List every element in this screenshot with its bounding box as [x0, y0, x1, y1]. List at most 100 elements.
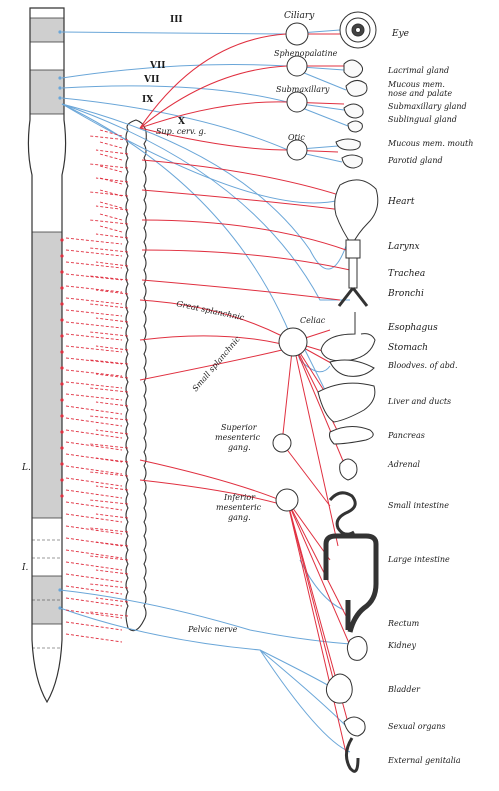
gray-ramus-dash — [96, 150, 128, 154]
trachea-drawing — [349, 258, 357, 288]
cord-root-dot — [60, 398, 63, 401]
sublingual-label: Sublingual gland — [388, 115, 457, 124]
sphenopalatine-label: Sphenopalatine — [274, 49, 338, 58]
gray-ramus-dash — [90, 556, 128, 560]
sympathetic-fibre — [142, 220, 346, 250]
parasympathetic-fibre — [60, 590, 350, 644]
sympathetic-fibre — [293, 342, 338, 546]
sup-cerv-label: Sup. cerv. g. — [156, 127, 206, 136]
inf-mesenteric-label-1: Inferior — [223, 493, 256, 502]
preganglionic-dash — [66, 298, 122, 304]
sympathetic-chain — [126, 120, 147, 631]
gray-ramus-dash — [96, 402, 128, 406]
preganglionic-dash — [66, 250, 122, 256]
preganglionic-dash — [66, 406, 122, 414]
sympathetic-fibres — [140, 34, 352, 770]
inf-mesenteric-label-3: gang. — [228, 513, 251, 522]
submaxillary-gland-label: Submaxillary gland — [388, 102, 467, 111]
preganglionic-dash — [66, 286, 122, 292]
gray-ramus-dash — [90, 332, 128, 336]
organs — [318, 12, 378, 771]
cord-root-dot — [60, 238, 63, 241]
cord-root-dot — [58, 96, 61, 99]
preganglionic-dash — [66, 550, 122, 558]
gray-ramus-dash — [96, 206, 128, 210]
cord-root-dot — [58, 30, 61, 33]
cord-root-dot — [60, 494, 63, 497]
gray-ramus-dash — [90, 248, 128, 252]
cord-root-dot — [60, 254, 63, 257]
cord-midbrain-segment — [30, 18, 64, 42]
gray-ramus-dash — [90, 304, 128, 308]
lumbar-marker: L. — [21, 463, 31, 473]
preganglionic-dash — [100, 166, 122, 172]
cord-root-dot — [60, 462, 63, 465]
sup-mesenteric-label-3: gang. — [228, 443, 251, 452]
liver-drawing — [318, 383, 375, 422]
larynx-label: Larynx — [387, 242, 420, 252]
adrenal-drawing — [340, 459, 357, 480]
kidney-label: Kidney — [387, 641, 417, 650]
gray-ramus-dash — [90, 164, 128, 168]
submaxillary-gland-drawing — [344, 104, 363, 118]
eye-drawing — [340, 12, 376, 48]
preganglionic-dash — [66, 466, 122, 474]
preganglionic-dash — [100, 190, 122, 196]
sup-mesenteric-label-1: Superior — [221, 423, 258, 432]
external-genitalia-drawing — [346, 738, 358, 771]
preganglionic-dash — [66, 262, 122, 268]
preganglionic-dash — [66, 502, 122, 510]
gray-ramus-dash — [90, 192, 128, 196]
gray-ramus-dash — [96, 346, 128, 350]
gray-ramus-dash — [96, 486, 128, 490]
adrenal-label: Adrenal — [387, 460, 420, 469]
bronchi-label: Bronchi — [387, 289, 424, 299]
cord-root-dot — [60, 446, 63, 449]
submaxillary-ganglion — [287, 92, 307, 112]
sup-mesenteric-label-2: mesenteric — [215, 433, 261, 442]
cord-root-dot — [60, 430, 63, 433]
sympathetic-fibre — [140, 336, 282, 344]
preganglionic-dash — [66, 418, 122, 426]
bloodves-label: Bloodves. of abd. — [387, 361, 458, 370]
gray-ramus-dash — [96, 430, 128, 434]
sexual-organs-label: Sexual organs — [388, 722, 446, 731]
submaxillary-label: Submaxillary — [276, 85, 330, 94]
bladder-label: Bladder — [387, 685, 421, 694]
nerve-x-label: X — [178, 117, 185, 127]
cord-root-dot — [60, 302, 63, 305]
preganglionic-dash — [66, 346, 122, 352]
parotid-gland-drawing — [342, 155, 362, 168]
gray-ramus-dash — [90, 388, 128, 392]
genitalia-label: External genitalia — [387, 756, 461, 765]
gray-ramus-dash — [90, 416, 128, 420]
preganglionic-dash — [66, 454, 122, 462]
preganglionic-dash — [66, 562, 122, 570]
heart-drawing — [335, 180, 378, 245]
sacral-marker: I. — [21, 563, 29, 573]
trachea-label: Trachea — [388, 269, 425, 279]
gray-ramus-dash — [96, 262, 128, 266]
cord-root-dot — [60, 286, 63, 289]
preganglionic-dash — [100, 214, 122, 220]
inferior-mesenteric-ganglion — [276, 489, 298, 511]
preganglionic-dash — [66, 310, 122, 316]
gray-ramus-dash — [96, 458, 128, 462]
otic-label: Otic — [288, 133, 305, 142]
cord-root-dot — [60, 382, 63, 385]
preganglionic-dash — [100, 154, 122, 160]
preganglionic-dash — [66, 478, 122, 486]
gray-ramus-dash — [90, 472, 128, 476]
large-intestine-drawing — [326, 536, 376, 632]
cranial-ganglia — [273, 23, 308, 511]
gray-ramus-dash — [96, 570, 128, 574]
sympathetic-trunk — [126, 120, 147, 631]
parasympathetic-fibres — [60, 30, 350, 752]
larynx-drawing — [346, 240, 360, 258]
gray-ramus-dash — [90, 528, 128, 532]
stomach-drawing — [321, 312, 375, 361]
gray-ramus-dash — [90, 276, 128, 280]
preganglionic-dash — [66, 358, 122, 364]
